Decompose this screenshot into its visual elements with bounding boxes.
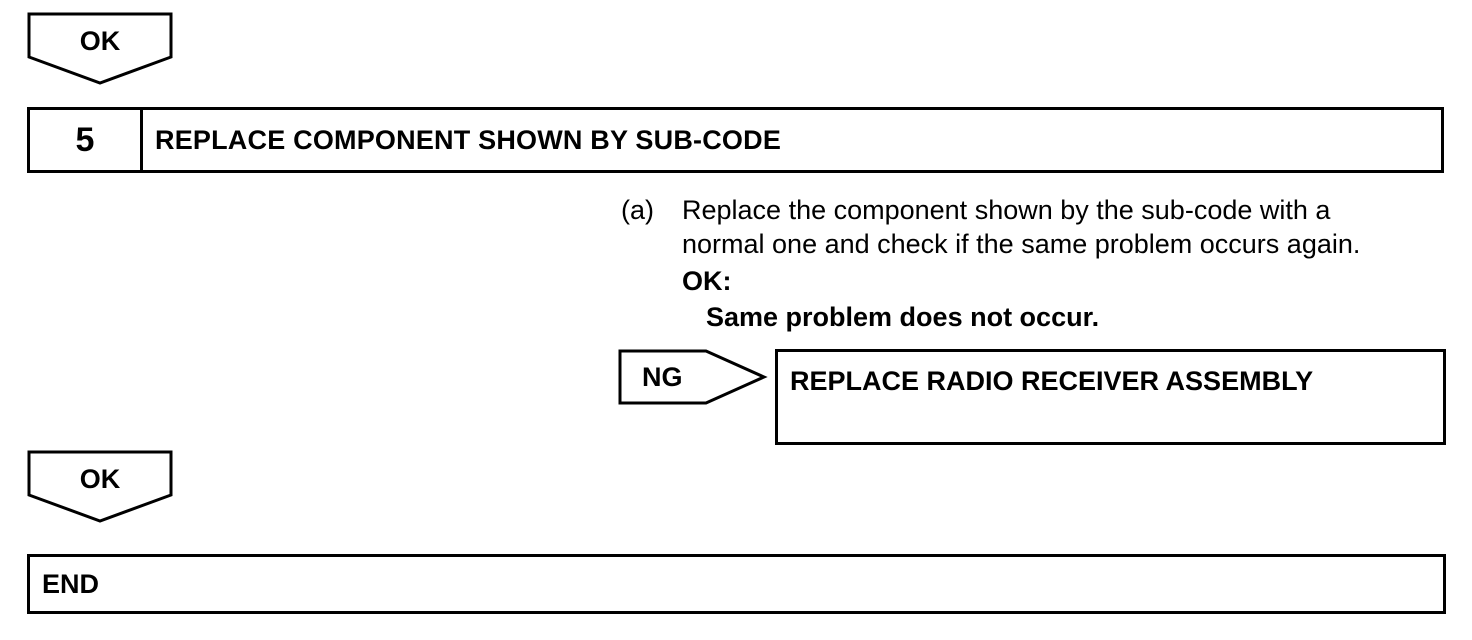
instruction-line-2: normal one and check if the same problem… bbox=[682, 229, 1361, 259]
right-arrow-icon bbox=[618, 349, 768, 405]
step-number: 5 bbox=[30, 110, 143, 170]
ng-arrow-label: NG bbox=[642, 362, 683, 392]
ok-arrow-label: OK bbox=[79, 464, 121, 494]
ok-arrow-label: OK bbox=[79, 26, 121, 56]
ok-criteria-label: OK: bbox=[682, 266, 732, 296]
instruction-line-1: Replace the component shown by the sub-c… bbox=[682, 195, 1331, 225]
step-title: REPLACE COMPONENT SHOWN BY SUB-CODE bbox=[155, 124, 782, 155]
down-arrow-icon bbox=[27, 12, 173, 85]
ok-arrow-top: OK bbox=[26, 12, 174, 86]
down-arrow-icon bbox=[27, 450, 173, 523]
ng-result-text: REPLACE RADIO RECEIVER ASSEMBLY bbox=[790, 366, 1314, 396]
end-box: END bbox=[27, 554, 1446, 614]
ok-arrow-bottom: OK bbox=[26, 450, 174, 524]
ok-criteria-result: Same problem does not occur. bbox=[706, 302, 1100, 332]
ng-arrow: NG bbox=[618, 348, 768, 406]
step-header: 5 REPLACE COMPONENT SHOWN BY SUB-CODE bbox=[27, 107, 1444, 173]
ng-result-box: REPLACE RADIO RECEIVER ASSEMBLY bbox=[775, 349, 1446, 445]
end-label: END bbox=[42, 568, 100, 599]
instruction-marker: (a) bbox=[621, 195, 654, 225]
